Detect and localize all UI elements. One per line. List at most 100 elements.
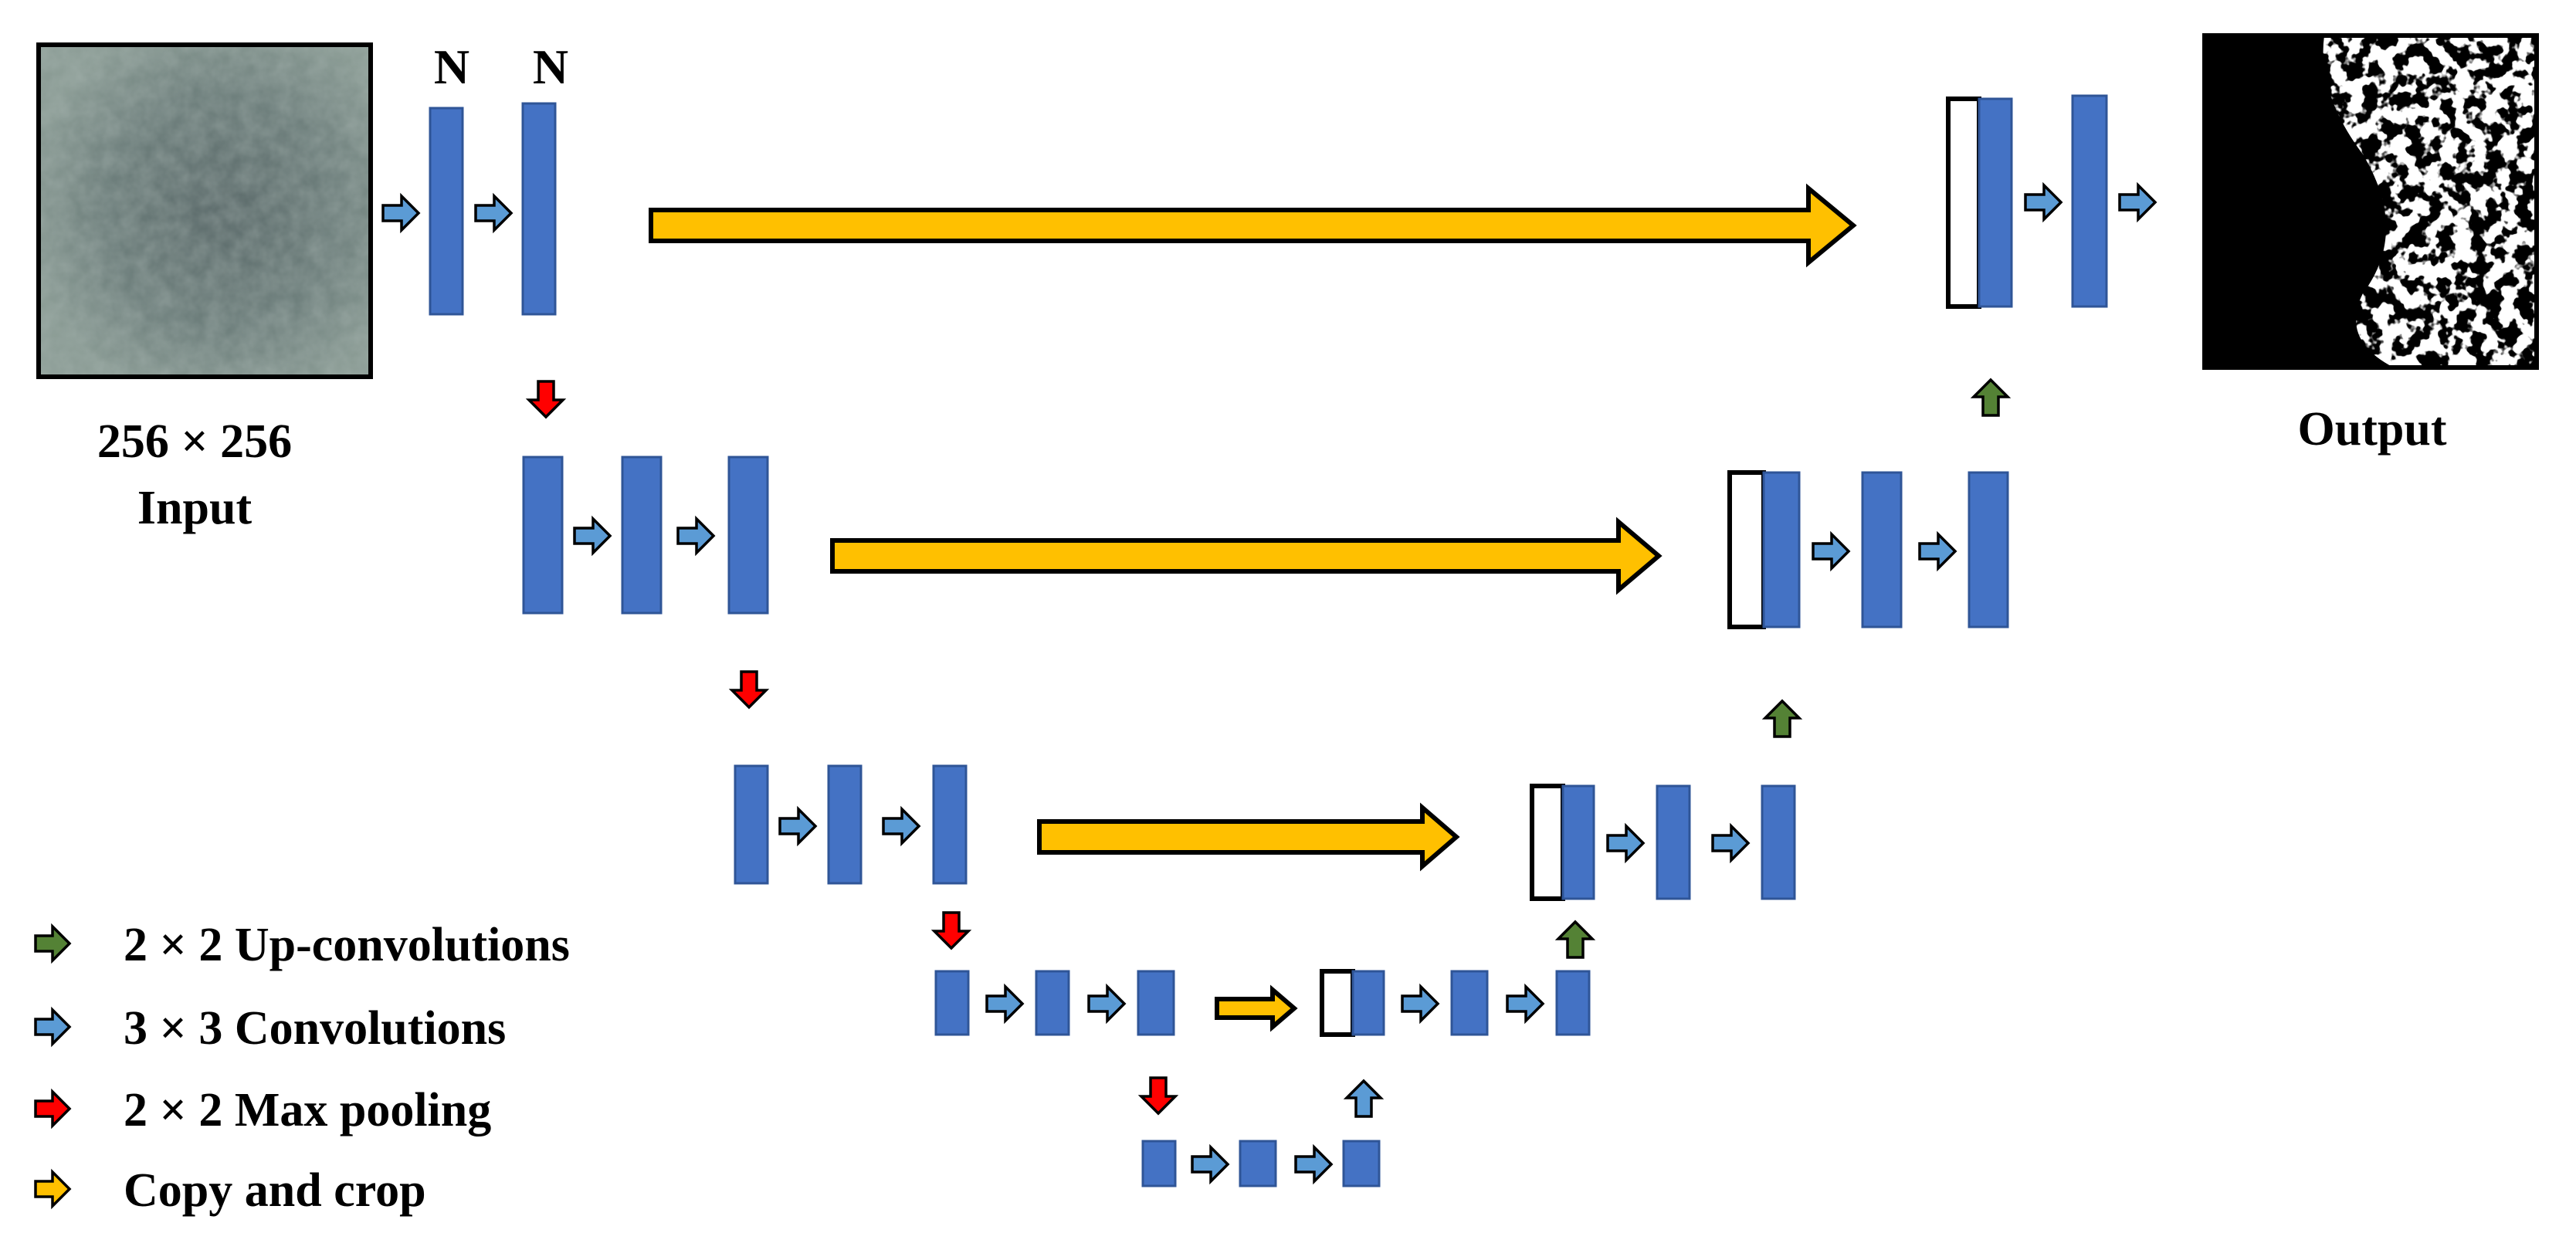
input-size-label: 256 × 256 (97, 415, 292, 468)
input-caption: Input (137, 482, 253, 534)
output-image (2202, 33, 2539, 370)
legend-label-max-pooling: 2 × 2 Max pooling (124, 1084, 491, 1137)
convolution-arrow-icon (1294, 1143, 1334, 1185)
up-convolution-arrow-icon (1554, 920, 1596, 959)
copy-crop-arrow-icon (830, 517, 1663, 595)
up-convolution-arrow-icon-shape (1554, 920, 1596, 959)
feature-map (1561, 784, 1595, 900)
convolution-arrow-icon-shape (474, 192, 514, 234)
convolution-arrow-icon (1812, 530, 1851, 572)
copied-feature-map (1727, 470, 1766, 629)
convolution-arrow-icon-shape (882, 805, 921, 847)
convolution-arrow-icon (1401, 983, 1440, 1025)
legend-item-up-convolutions: 2 × 2 Up-convolutions (34, 919, 570, 971)
legend-item-copy-crop: Copy and crop (34, 1164, 426, 1217)
feature-map (1762, 471, 1801, 628)
feature-map (1239, 1140, 1277, 1187)
max-pooling-arrow-icon (34, 1088, 72, 1130)
channel-label-2: N (533, 39, 568, 94)
legend-item-convolutions: 3 × 3 Convolutions (34, 1002, 506, 1055)
feature-map (734, 764, 769, 885)
feature-map (1141, 1140, 1177, 1187)
convolution-arrow-icon-shape (1711, 822, 1751, 864)
max-pooling-arrow-icon-shape (1137, 1076, 1179, 1116)
convolution-arrow-icon-shape (1294, 1143, 1334, 1185)
max-pooling-arrow-icon-shape (930, 911, 972, 950)
feature-map (2071, 94, 2108, 308)
up-convolution-arrow-icon-shape (1970, 378, 2012, 417)
feature-map (1555, 970, 1591, 1036)
feature-map (1761, 784, 1796, 900)
feature-map (521, 102, 557, 316)
convolution-arrow-icon-shape (1087, 983, 1127, 1025)
convolution-arrow-icon (474, 192, 514, 234)
copied-feature-map (1946, 97, 1981, 309)
feature-map (1968, 471, 2009, 628)
copy-crop-arrow-icon (649, 183, 1857, 268)
legend-label-copy-crop: Copy and crop (124, 1164, 426, 1217)
feature-map (827, 764, 863, 885)
copied-feature-map (1320, 969, 1355, 1037)
up-convolution-arrow-icon-shape (1761, 699, 1803, 738)
convolution-arrow-icon (381, 192, 421, 234)
convolution-arrow-icon-shape (1506, 983, 1545, 1025)
feature-map (1656, 784, 1691, 900)
up-convolution-arrow-icon (1761, 699, 1803, 738)
convolution-arrow-icon (1506, 983, 1545, 1025)
feature-map (429, 107, 464, 316)
feature-map (934, 970, 970, 1036)
convolution-arrow-icon (2024, 181, 2063, 223)
convolution-arrow-icon (676, 515, 716, 557)
up-convolution-arrow-icon (1970, 378, 2012, 417)
feature-map (1342, 1140, 1381, 1187)
up-convolution-arrow-icon (1343, 1079, 1385, 1118)
convolution-arrow-icon-shape (1812, 530, 1851, 572)
convolution-arrow-icon (1606, 822, 1646, 864)
feature-map (1861, 471, 1903, 628)
max-pooling-arrow-icon (1137, 1076, 1179, 1116)
up-convolution-arrow-icon (34, 923, 72, 964)
convolution-arrow-icon (1087, 983, 1127, 1025)
convolution-arrow-icon (882, 805, 921, 847)
copy-crop-arrow-icon (34, 1168, 72, 1210)
convolution-arrow-icon (573, 515, 612, 557)
convolution-arrow-icon-shape (573, 515, 612, 557)
convolution-arrow-icon-shape (1606, 822, 1646, 864)
convolution-arrow-icon-shape (676, 515, 716, 557)
legend: 2 × 2 Up-convolutions 3 × 3 Convolutions… (34, 919, 570, 1217)
feature-map (1450, 970, 1489, 1036)
convolution-arrow-icon (1191, 1143, 1230, 1185)
network-layer (381, 94, 2157, 1187)
channel-label-1: N (434, 39, 469, 94)
copy-crop-arrow-icon (1215, 984, 1298, 1032)
convolution-arrow-icon-shape (2024, 181, 2063, 223)
copied-feature-map (1530, 784, 1565, 901)
feature-map (621, 456, 663, 615)
convolution-arrow-icon (34, 1006, 72, 1048)
output-caption: Output (2298, 403, 2447, 456)
convolution-arrow-icon (985, 983, 1025, 1025)
feature-map (1137, 970, 1175, 1036)
feature-map (1351, 970, 1385, 1036)
legend-label-up-convolutions: 2 × 2 Up-convolutions (124, 919, 570, 971)
up-convolution-arrow-icon-shape (1343, 1079, 1385, 1118)
convolution-arrow-icon (2118, 181, 2157, 223)
max-pooling-arrow-icon-shape (525, 380, 567, 419)
convolution-arrow-icon-shape (985, 983, 1025, 1025)
feature-map (1978, 97, 2013, 308)
convolution-arrow-icon-shape (2118, 181, 2157, 223)
convolution-arrow-icon (778, 805, 818, 847)
convolution-arrow-icon-shape (1918, 530, 1957, 572)
copy-crop-arrow-icon (1037, 802, 1460, 872)
input-image (36, 42, 373, 379)
max-pooling-arrow-icon-shape (728, 670, 770, 710)
convolution-arrow-icon-shape (1191, 1143, 1230, 1185)
convolution-arrow-icon (1918, 530, 1957, 572)
feature-map (932, 764, 968, 885)
convolution-arrow-icon-shape (381, 192, 421, 234)
max-pooling-arrow-icon (728, 670, 770, 710)
feature-map (1035, 970, 1070, 1036)
feature-map (727, 456, 769, 615)
legend-label-convolutions: 3 × 3 Convolutions (124, 1002, 506, 1055)
